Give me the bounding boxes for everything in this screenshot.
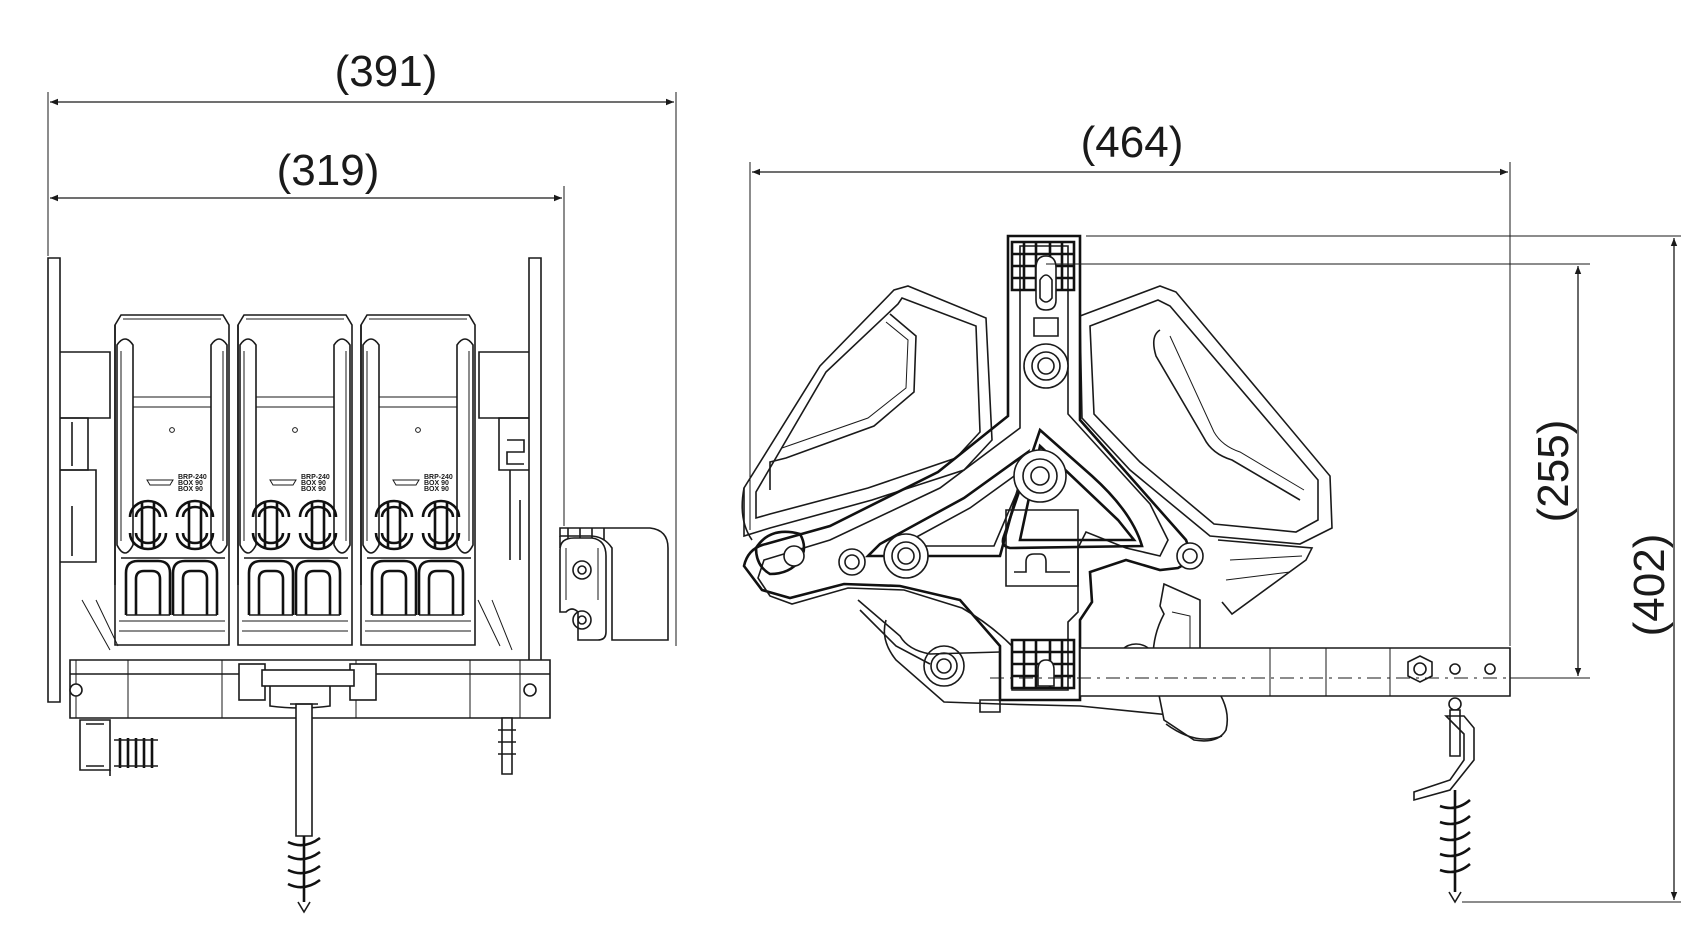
pivot-bolt-left (883, 533, 929, 579)
ground-screw (287, 703, 321, 914)
extension-bar (1079, 647, 1511, 697)
operating-handle-box (559, 527, 669, 641)
pivot-bolt-center (1013, 449, 1067, 503)
pivot-bolt-small-left (838, 548, 866, 576)
side-ground-screw (1413, 697, 1475, 904)
pole-module-1 (113, 313, 231, 647)
dimension-391: (391) (47, 47, 677, 646)
side-view: (464) (255) (402) (741, 118, 1681, 904)
dimension-255: (255) (1046, 263, 1590, 679)
pole-module-3 (359, 313, 477, 647)
pivot-bolt-top (1023, 343, 1069, 389)
left-lid-wing (741, 285, 993, 541)
pivot-bolt-bottom (923, 645, 965, 687)
base-beam (69, 659, 551, 719)
right-lid-wing (1079, 285, 1333, 616)
right-side-plate (528, 257, 542, 703)
front-view: (391) (319) (47, 47, 677, 914)
bottom-right-lug (498, 717, 516, 775)
bar-nut (1407, 655, 1433, 683)
pole-module-2 (236, 313, 354, 647)
dimension-464-label: (464) (1081, 118, 1184, 167)
dimension-402-label: (402) (1625, 534, 1674, 637)
dimension-391-label: (391) (335, 47, 438, 96)
mounting-bracket (742, 234, 1204, 717)
dimension-319-label: (319) (277, 146, 380, 195)
left-side-plate (47, 257, 61, 703)
dimension-255-label: (255) (1529, 420, 1578, 523)
dimension-319: (319) (50, 146, 565, 526)
pivot-bolt-right (1176, 542, 1204, 570)
dimension-464: (464) (749, 118, 1511, 646)
dimension-402: (402) (1086, 235, 1681, 903)
spring-assembly (79, 719, 158, 776)
